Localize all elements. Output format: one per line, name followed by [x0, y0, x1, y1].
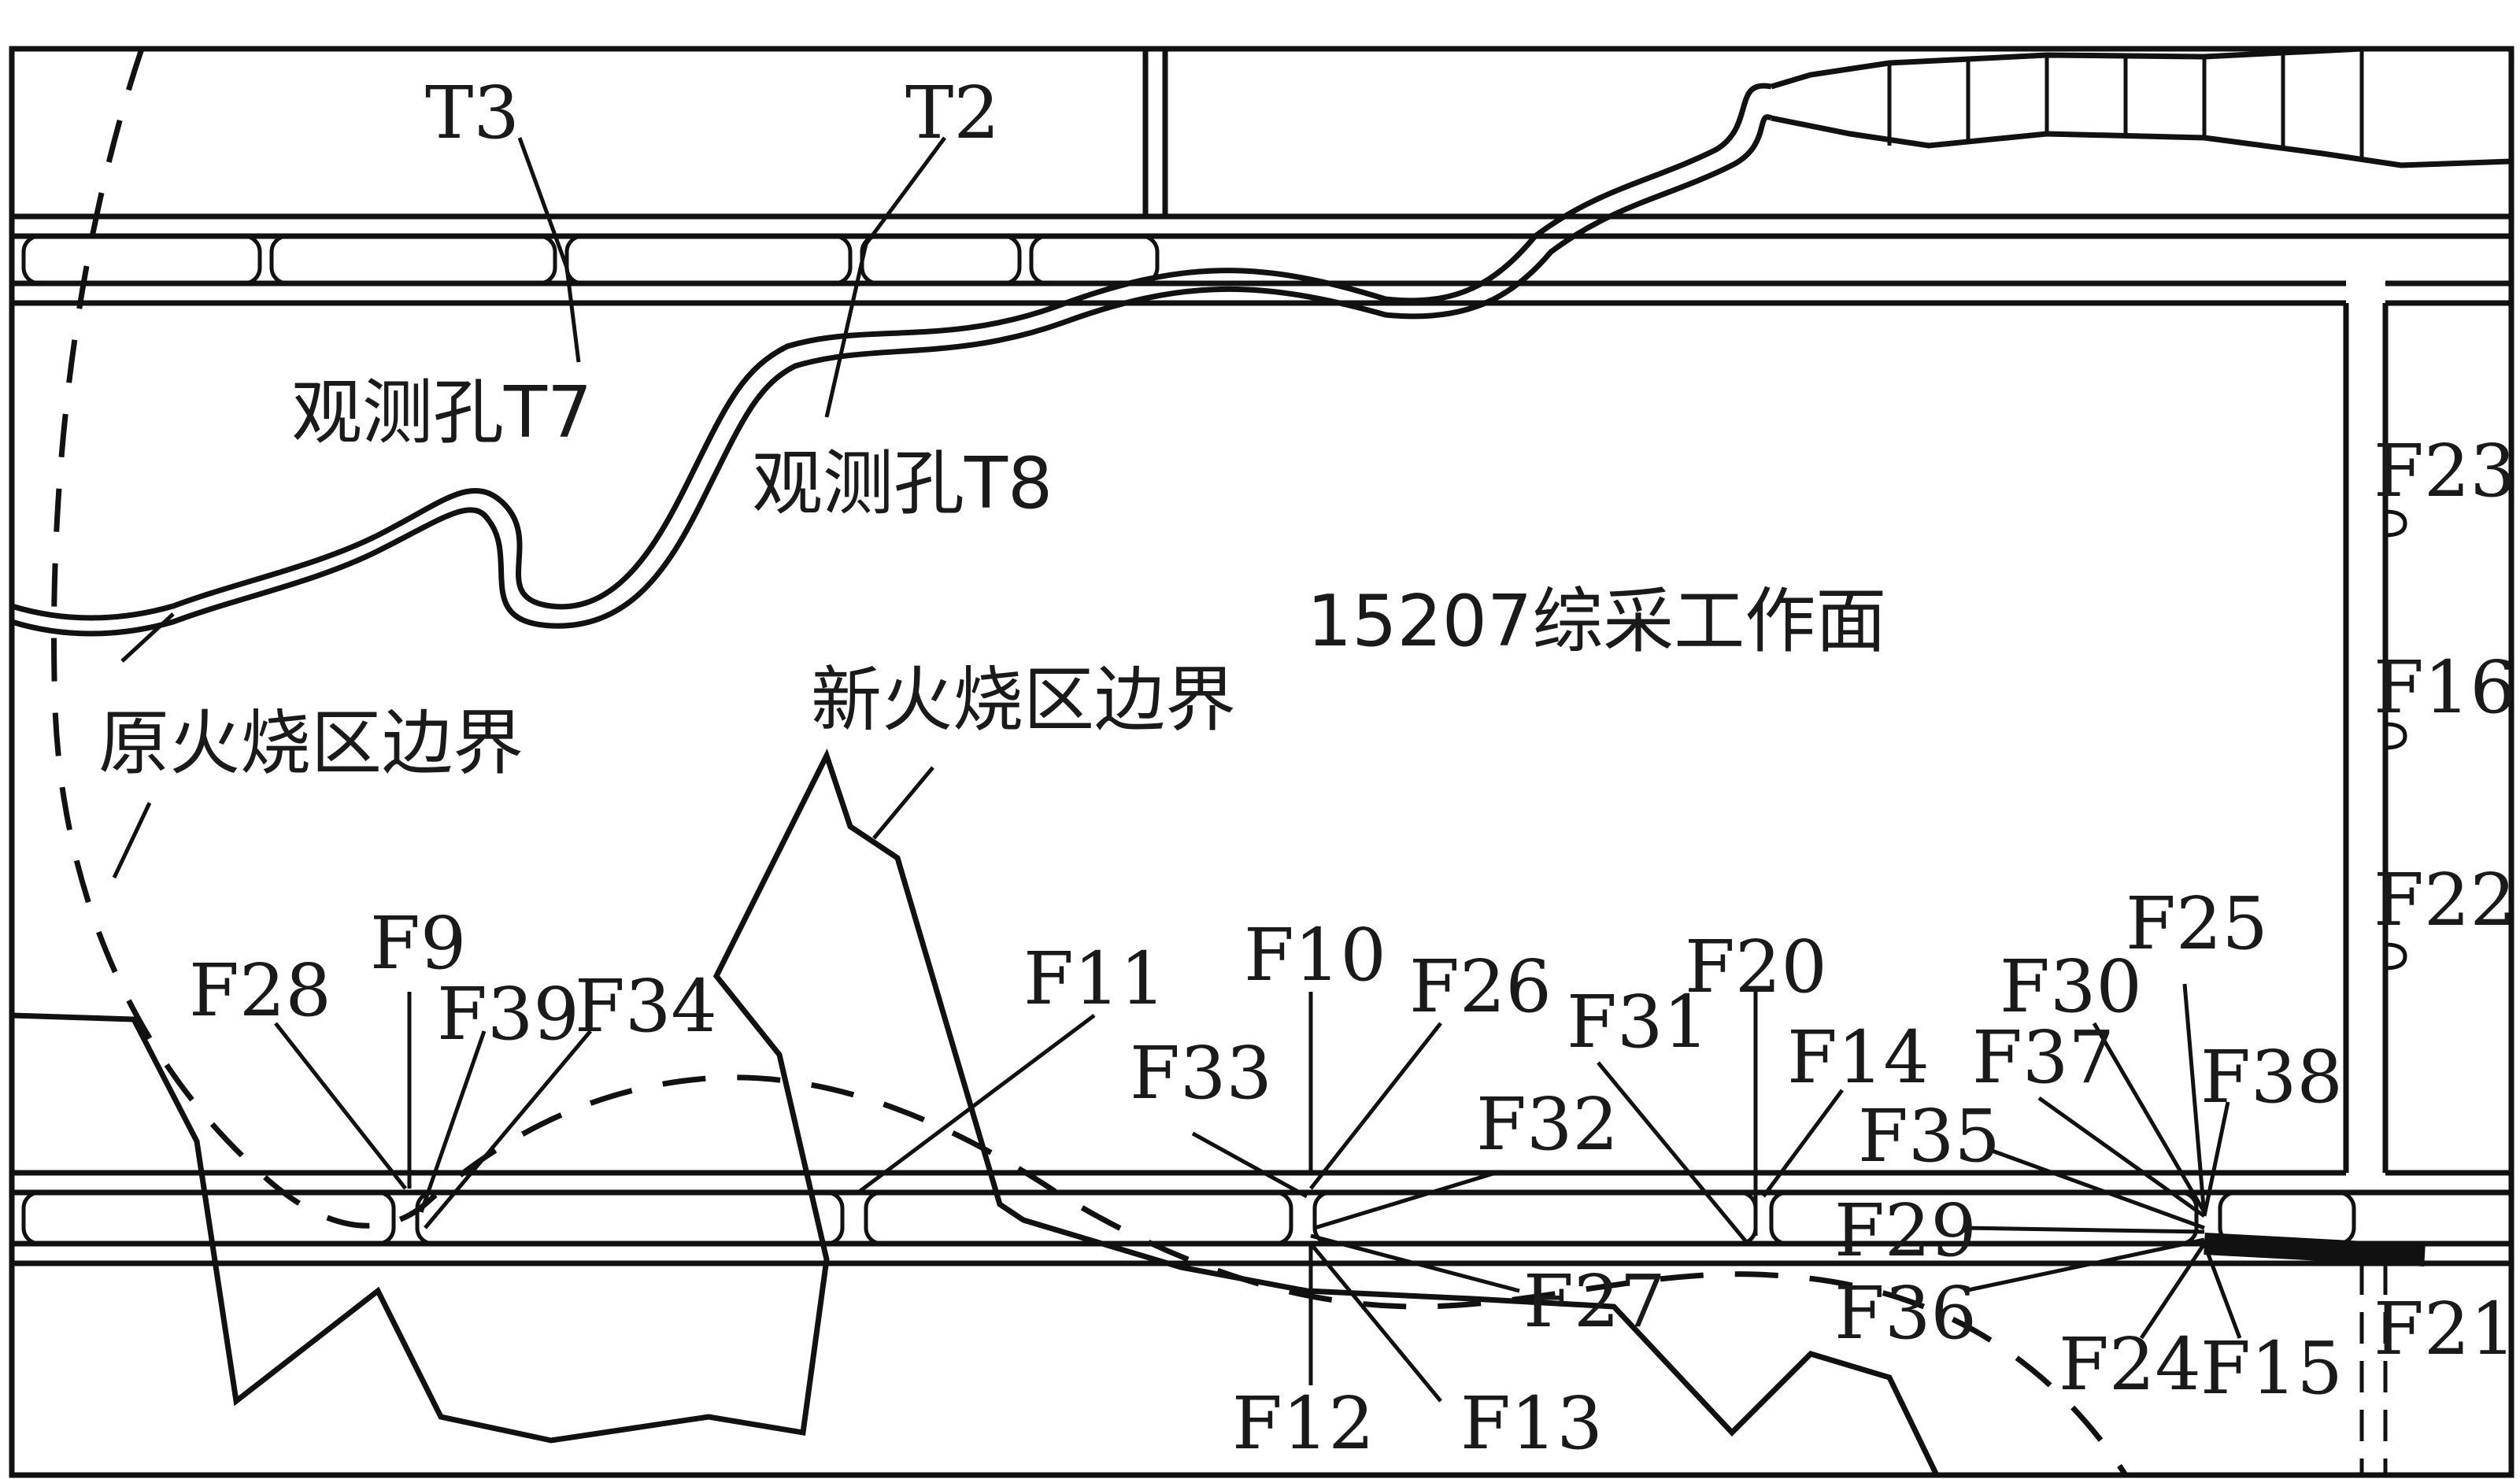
point-label: F22 [2374, 858, 2516, 942]
point-label: F30 [2000, 945, 2142, 1029]
point-label: F16 [2374, 645, 2516, 730]
point-label: F9 [370, 901, 466, 985]
point-label: F24 [2059, 1322, 2201, 1407]
new-fire-boundary [9, 748, 1940, 1477]
old-fire-boundary [50, 47, 2128, 1477]
point-label: F37 [1972, 1015, 2115, 1100]
point-labels: F28 F9 F39 F34 F11 F10 F33 F26 F32 F31 F… [189, 429, 2516, 1466]
point-label: F14 [1787, 1015, 1930, 1100]
point-label: F31 [1567, 980, 1709, 1064]
point-label: F15 [2200, 1326, 2343, 1411]
point-label: F23 [2374, 429, 2516, 513]
point-label: F34 [575, 964, 717, 1048]
top-roadway [12, 49, 2511, 306]
point-label: F13 [1460, 1381, 1603, 1466]
point-label: F20 [1685, 925, 1827, 1009]
leader-lines [112, 136, 2242, 1403]
point-label: F21 [2374, 1287, 2516, 1371]
point-label: F12 [1232, 1381, 1375, 1466]
hole-t3-label: T3 [425, 71, 520, 155]
outer-frame [9, 46, 2514, 1478]
point-label: F29 [1834, 1189, 1977, 1273]
point-label: F35 [1858, 1094, 2000, 1178]
point-label: F28 [189, 948, 331, 1033]
point-label: F33 [1130, 1031, 1272, 1115]
hole-t8-name: 观测孔T8 [752, 442, 1053, 525]
right-roadway [2343, 303, 2407, 1475]
bottom-roadway [12, 1170, 2511, 1266]
point-label: F38 [2200, 1035, 2343, 1119]
old-fire-boundary-label: 原火烧区边界 [98, 702, 524, 785]
point-label: F11 [1023, 937, 1166, 1021]
winding-tunnel [10, 83, 1773, 637]
point-label: F39 [437, 972, 579, 1056]
thick-segment [2204, 1233, 2426, 1266]
hole-t7-name: 观测孔T7 [291, 372, 592, 454]
point-label: F26 [1409, 945, 1552, 1029]
new-fire-boundary-label: 新火烧区边界 [811, 659, 1236, 741]
workface-label: 15207综采工作面 [1307, 580, 1886, 663]
top-right-goaf [1770, 46, 2512, 168]
point-label: F32 [1476, 1082, 1619, 1167]
hole-t2-label: T2 [905, 71, 1000, 155]
point-label: F10 [1244, 913, 1386, 997]
point-label: F25 [2126, 882, 2268, 966]
point-label: F36 [1834, 1271, 1977, 1355]
point-label: F27 [1523, 1259, 1666, 1344]
